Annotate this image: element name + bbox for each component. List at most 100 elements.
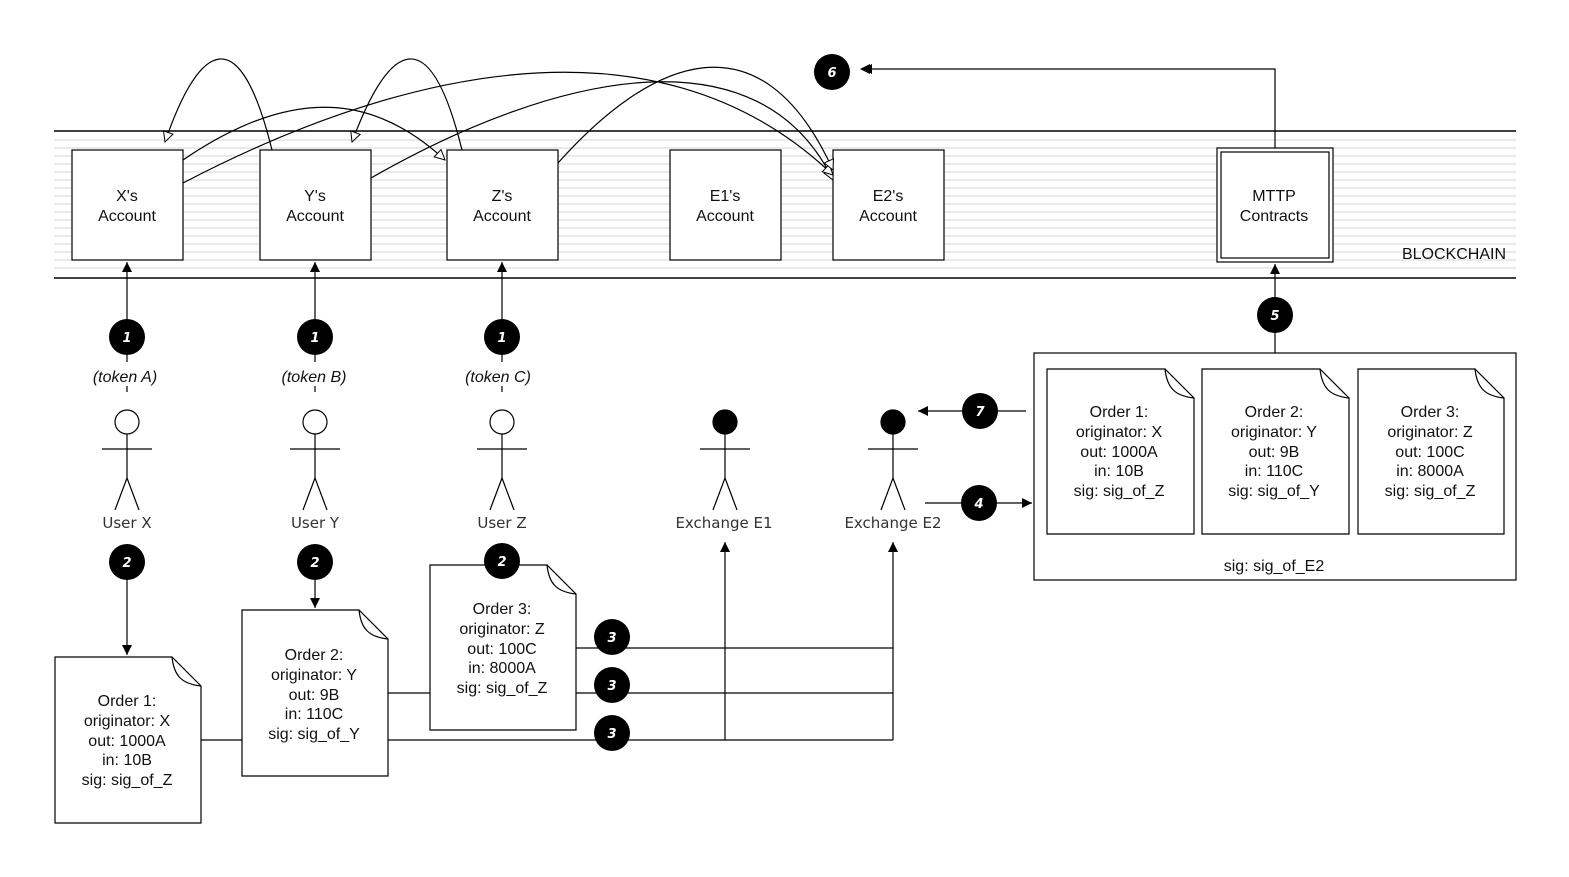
step-6-badge: 6 [814,54,850,90]
bundle-order-2-out: out: 9B [1249,444,1300,461]
bundle-order-1-originator: originator: X [1076,424,1163,441]
order-3-originator: originator: Z [459,621,545,638]
order-1-out: out: 1000A [88,733,166,750]
step-3-badge-order-1: 3 [594,715,630,751]
step-5-badge: 5 [1257,297,1293,333]
svg-text:5: 5 [1270,309,1279,324]
step-3-badge-order-2: 3 [594,667,630,703]
step-2-badge-y: 2 [297,544,333,580]
exchange-e2-label: Exchange E2 [844,514,941,532]
svg-text:4: 4 [973,497,983,512]
account-y-name: Y's [304,188,326,205]
step-4-badge: 4 [961,485,997,521]
account-e1-name: E1's [710,188,741,205]
account-x-label: Account [98,208,156,225]
account-x-name: X's [116,188,138,205]
bundle-order-1-title: Order 1: [1090,404,1149,421]
token-b-label: (token B) [282,369,347,386]
svg-text:7: 7 [975,405,985,420]
account-y-label: Account [286,208,344,225]
bundle-order-2-originator: originator: Y [1231,424,1317,441]
order-2-document: Order 2: originator: Y out: 9B in: 110C … [241,609,389,777]
order-3-sig: sig: sig_of_Z [457,680,548,697]
order-routing-lines [201,542,898,741]
bundle-signature: sig: sig_of_E2 [1224,558,1325,575]
account-y: Y's Account [259,149,372,261]
step-1-badge-y: 1 [297,319,333,355]
order-3-document: Order 3: originator: Z out: 100C in: 800… [429,564,577,731]
account-e2-name: E2's [873,188,904,205]
bundle-order-2: Order 2: originator: Y out: 9B in: 110C … [1201,368,1350,535]
exchange-e1-label: Exchange E1 [675,514,772,532]
bundle-order-1: Order 1: originator: X out: 1000A in: 10… [1046,368,1195,535]
step-1-badge-z: 1 [484,319,520,355]
order-3-title: Order 3: [473,601,532,618]
bundle-order-3-in: in: 8000A [1396,463,1464,480]
mttp-contracts-line1: MTTP [1252,188,1296,205]
order-1-document: Order 1: originator: X out: 1000A in: 10… [54,656,202,824]
step-3-badge-order-3: 3 [594,619,630,655]
svg-text:1: 1 [122,331,131,346]
user-z-actor [477,409,527,511]
order-1-in: in: 10B [102,752,152,769]
order-1-title: Order 1: [98,693,157,710]
bundle-order-3-originator: originator: Z [1387,424,1473,441]
transfer-e2-to-x [165,58,273,151]
account-e2: E2's Account [832,149,945,261]
step-1-badge-x: 1 [109,319,145,355]
step-2-badge-z: 2 [484,543,520,579]
order-2-title: Order 2: [285,647,344,664]
account-x: X's Account [71,149,184,261]
bundle-order-1-sig: sig: sig_of_Z [1074,483,1165,500]
blockchain-label: BLOCKCHAIN [1402,246,1506,263]
signed-bundle: Order 1: originator: X out: 1000A in: 10… [1033,352,1517,581]
svg-text:2: 2 [310,556,319,571]
bundle-order-3: Order 3: originator: Z out: 100C in: 800… [1357,368,1505,535]
order-creation-arrows [122,578,320,655]
order-3-out: out: 100C [467,641,536,658]
mttp-contracts-line2: Contracts [1240,208,1308,225]
transfer-curves [165,58,833,184]
transfer-x-to-e2 [182,71,833,184]
token-a-label: (token A) [93,369,157,386]
step-2-badge-x: 2 [109,544,145,580]
step-7-badge: 7 [962,393,998,429]
user-x-actor [102,409,152,511]
svg-text:1: 1 [497,331,506,346]
token-c-label: (token C) [465,369,531,386]
order-3-in: in: 8000A [468,660,536,677]
user-y-actor [290,409,340,511]
account-z: Z's Account [446,149,559,261]
order-2-sig: sig: sig_of_Y [268,726,360,743]
account-e2-label: Account [859,208,917,225]
account-z-name: Z's [492,188,513,205]
user-y-label: User Y [291,514,340,532]
svg-text:3: 3 [607,631,616,646]
step-6-connector [860,64,1276,148]
svg-text:1: 1 [310,331,319,346]
bundle-order-1-in: in: 10B [1094,463,1144,480]
user-z-label: User Z [477,514,526,532]
bundle-order-1-out: out: 1000A [1080,444,1158,461]
transfer-z-to-y [352,58,463,151]
step-badges: 1 1 1 2 2 2 3 3 3 4 5 6 7 [109,54,1293,751]
account-e1: E1's Account [669,149,782,261]
svg-text:3: 3 [607,727,616,742]
mttp-contracts-box: MTTP Contracts [1216,147,1334,263]
transfer-x-to-z [182,106,445,160]
svg-text:2: 2 [497,555,506,570]
order-1-sig: sig: sig_of_Z [82,772,173,789]
transfer-y-to-e2 [370,81,833,180]
account-z-label: Account [473,208,531,225]
order-2-originator: originator: Y [271,667,357,684]
bundle-order-2-sig: sig: sig_of_Y [1228,483,1320,500]
order-2-in: in: 110C [285,706,343,723]
order-1-originator: originator: X [84,713,171,730]
bundle-order-3-out: out: 100C [1395,444,1464,461]
svg-text:2: 2 [122,556,131,571]
svg-text:3: 3 [607,679,616,694]
svg-text:6: 6 [827,66,836,81]
bundle-order-3-sig: sig: sig_of_Z [1385,483,1476,500]
exchange-e2-actor [868,409,918,511]
